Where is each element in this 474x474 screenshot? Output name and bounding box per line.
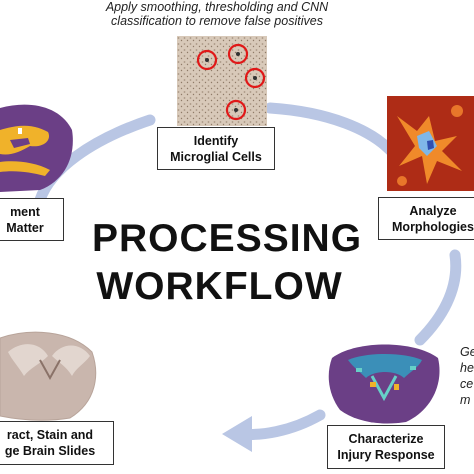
microscope-tissue-image [177,36,267,126]
top-note-line2: classification to remove false positives [111,14,323,28]
center-title-line1: PROCESSING [92,217,363,260]
identify-step-box: Identify Microglial Cells [157,127,275,170]
right-note-line3: ce [460,377,474,391]
right-note: Ge he ce m [460,344,474,408]
segment-step-box: ment Matter [0,198,64,241]
characterize-step-line2: Injury Response [337,448,435,462]
right-note-line4: m [460,393,471,407]
right-note-line1: Ge [460,345,474,359]
center-title: PROCESSING WORKFLOW [92,215,363,311]
extract-step-line2: ge Brain Slides [4,444,96,458]
segmented-brain-image [0,104,73,192]
segment-step-line2: Matter [6,220,44,235]
top-note-line1: Apply smoothing, thresholding and CNN [105,0,329,14]
identify-step-line2: Microglial Cells [170,149,262,164]
analyze-step-line2: Morphologies [392,219,474,234]
analyze-step-box: Analyze Morphologies [378,197,474,240]
center-title-line2: WORKFLOW [96,265,343,308]
characterize-step-box: Characterize Injury Response [327,425,445,469]
morphology-heatmap-image [387,96,474,191]
identify-step-line1: Identify [193,133,239,148]
right-note-line2: he [460,361,474,375]
arrowhead-icon [222,416,252,452]
extract-step-box: ract, Stain and ge Brain Slides [0,421,114,465]
extract-step-line1: ract, Stain and [6,428,94,442]
analyze-step-line1: Analyze [409,203,457,218]
brain-slice-image [0,331,97,421]
characterize-step-line1: Characterize [348,432,424,446]
injury-heatmap-brain-image [328,344,440,424]
top-note: Apply smoothing, thresholding and CNN cl… [72,0,362,28]
segment-step-line1: ment [10,204,40,219]
